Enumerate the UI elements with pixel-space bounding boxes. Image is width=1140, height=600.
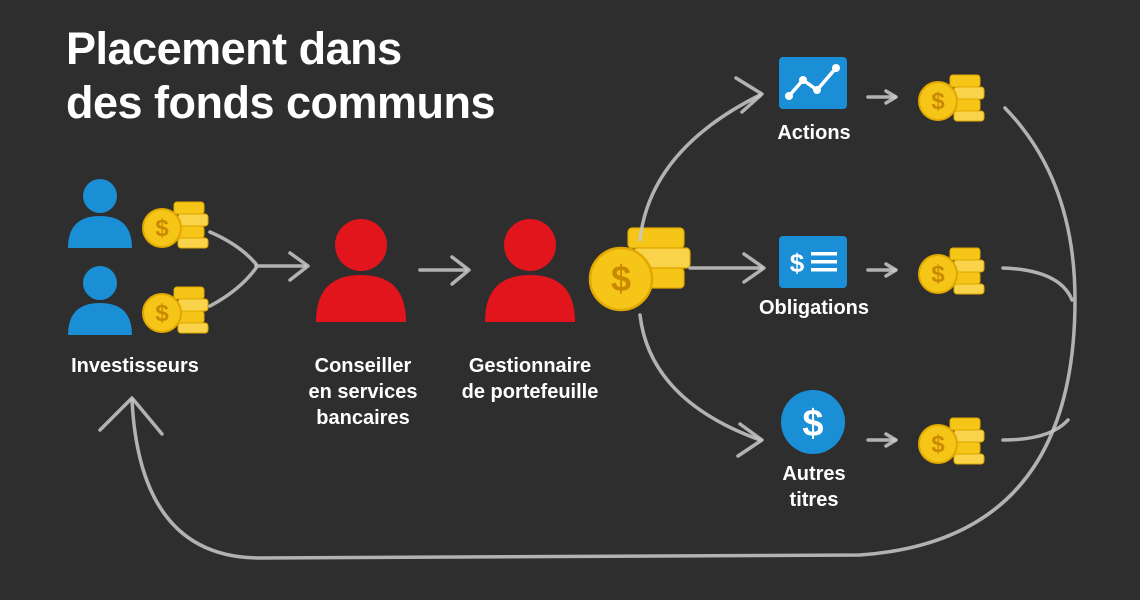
arrow-fund-to-bonds [688,252,766,284]
manager-label: Gestionnaire de portefeuille [440,353,620,405]
other-label-line-2: titres [789,489,839,511]
stocks-return-arrow [866,89,898,105]
bonds-coins-icon [918,247,985,295]
svg-text:$: $ [611,258,631,299]
advisor-label-line-1: Conseiller [314,355,412,377]
investors-label: Investisseurs [71,355,199,377]
svg-text:$: $ [802,403,823,445]
advisor-label-line-3: bancaires [316,407,410,429]
manager-label-line-2: de portefeuille [461,381,599,403]
svg-text:$: $ [790,248,805,278]
other-return-arrow [866,432,898,448]
dollar-circle-icon: $ [781,390,845,454]
return-loop-arrow [98,106,1077,560]
stocks-label: Actions [777,122,851,144]
line-chart-icon [779,57,847,109]
advisor-label-line-2: en services [308,381,418,403]
page-title: Placement dans des fonds communs [66,22,496,130]
advisor-label: Conseiller en services bancaires [288,353,438,431]
arrow-advisor-to-manager [418,255,471,286]
title-line-1: Placement dans [66,23,402,74]
manager-person-icon [485,219,575,322]
fund-coins-icon: $ [588,227,691,312]
arrow-fund-to-stocks [638,76,764,242]
bonds-return-arrow [866,262,898,278]
investor-coins-icon-2 [142,286,209,334]
arrow-fund-to-other [638,313,764,458]
other-coins-icon [918,417,985,465]
investor-coins-icon-1 [142,201,209,249]
investor-person-icon-2 [68,266,132,335]
advisor-person-icon [316,219,406,322]
investor-person-icon-1 [68,179,132,248]
manager-label-line-1: Gestionnaire [468,355,592,377]
bonds-label: Obligations [759,297,869,319]
bond-certificate-icon: $ [779,236,847,288]
other-label-line-1: Autres [782,463,846,485]
stocks-coins-icon [918,74,985,122]
title-line-2: des fonds communs [66,77,496,128]
arrow-investors-to-advisor [208,230,310,308]
other-securities-label: Autres titres [754,461,874,513]
